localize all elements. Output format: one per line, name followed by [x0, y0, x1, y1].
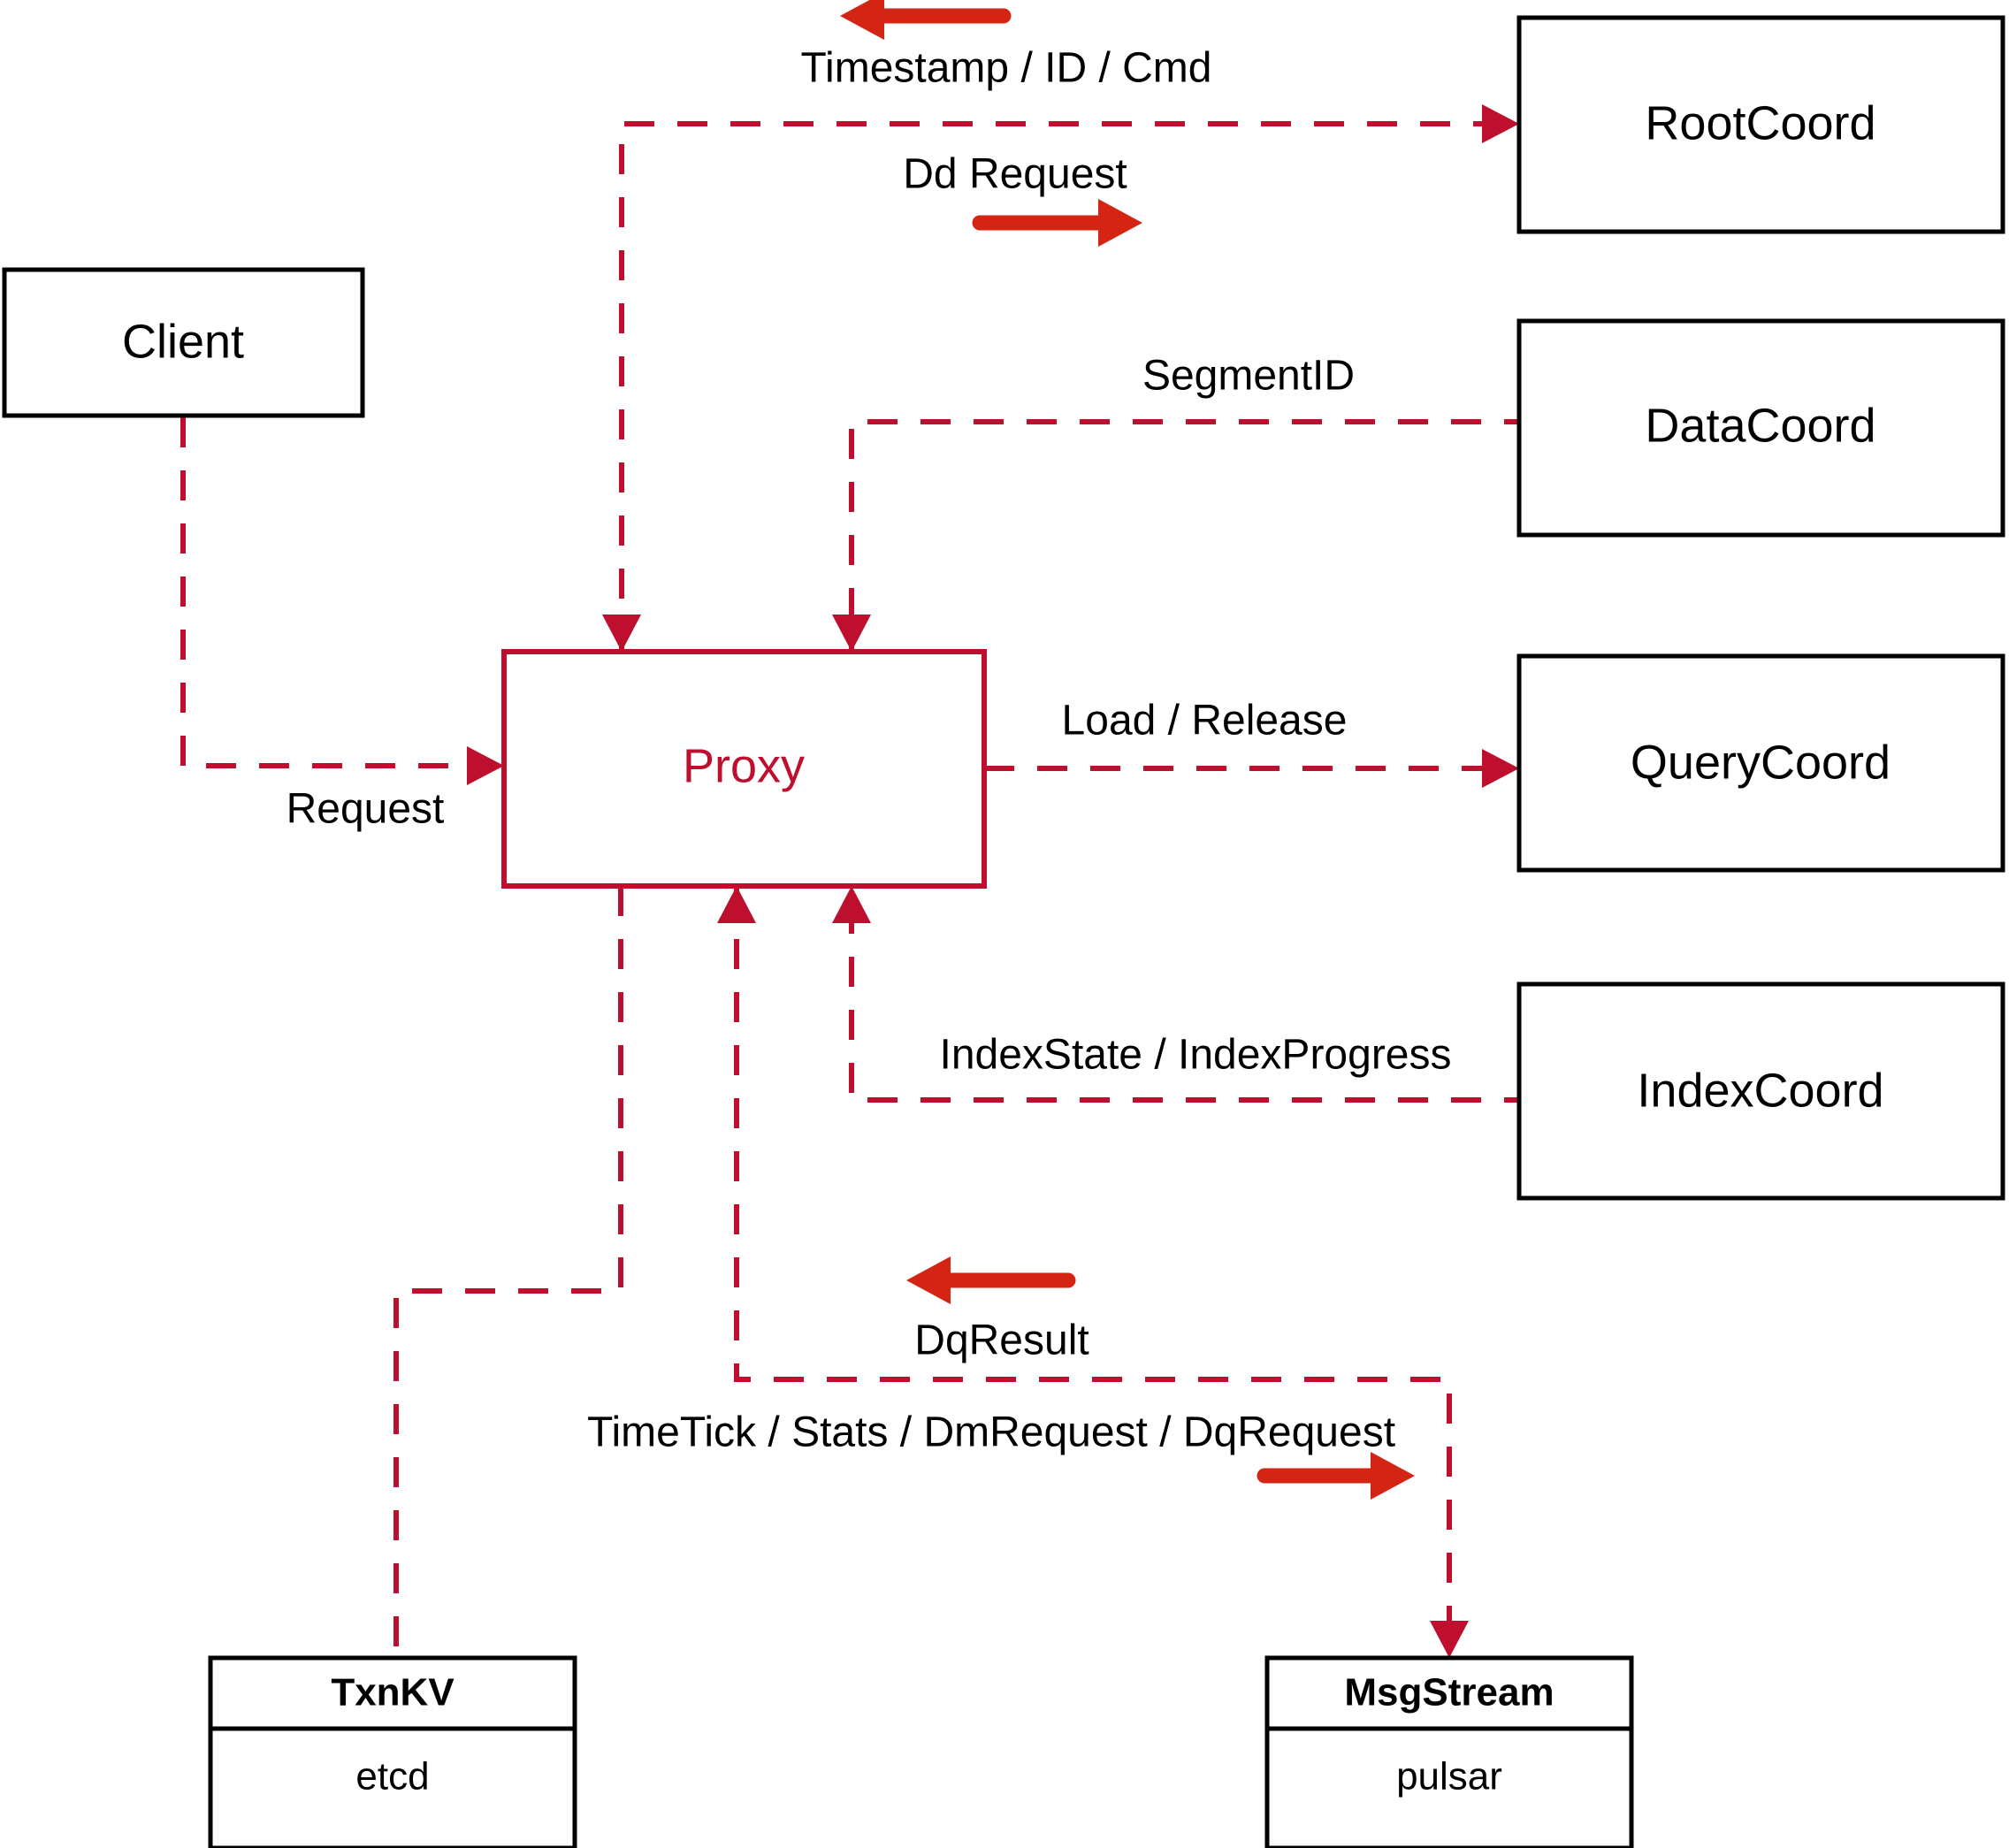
flow-indexcoord-to-proxy: [849, 886, 1534, 1103]
node-indexcoord-label: IndexCoord: [1637, 1064, 1883, 1117]
node-proxy-label: Proxy: [683, 739, 805, 792]
direction-arrow-head-dqresult: [906, 1256, 951, 1304]
direction-arrow-head-timetick: [1371, 1452, 1415, 1500]
arrowhead-msgstream-into-proxy: [717, 886, 756, 923]
edge-label-request: Request: [286, 786, 445, 833]
node-rootcoord-label: RootCoord: [1645, 96, 1875, 149]
edge-label-dd-request: Dd Request: [903, 151, 1127, 198]
flow-proxy-to-rootcoord: [619, 121, 1503, 652]
arrowhead-client-to-proxy: [467, 746, 504, 785]
edge-label-segment-id: SegmentID: [1142, 353, 1355, 400]
arrowhead-proxy-to-querycoord: [1482, 749, 1519, 788]
edge-label-load-release: Load / Release: [1062, 698, 1348, 745]
node-indexcoord-box[interactable]: [1516, 981, 2005, 1201]
arrowhead-indexcoord-into-proxy: [832, 886, 871, 923]
node-datacoord-box[interactable]: [1516, 318, 2005, 538]
edge-label-index-state-progress: IndexState / IndexProgress: [940, 1032, 1452, 1079]
node-datacoord-label: DataCoord: [1645, 399, 1875, 452]
node-querycoord-label: QueryCoord: [1631, 736, 1891, 789]
node-rootcoord-box[interactable]: [1516, 15, 2005, 234]
node-msgstream-impl: pulsar: [1396, 1755, 1502, 1798]
edge-label-dq-result: DqResult: [914, 1317, 1089, 1364]
node-client-box[interactable]: [2, 267, 365, 418]
direction-arrow-head-timestamp: [840, 0, 884, 40]
node-proxy-box[interactable]: [501, 649, 987, 889]
edge-label-timestamp-id-cmd: Timestamp / ID / Cmd: [801, 45, 1212, 92]
arrowhead-into-proxy-top-left: [602, 615, 641, 652]
flow-datacoord-to-proxy: [849, 419, 1534, 652]
node-querycoord-box[interactable]: [1516, 653, 2005, 873]
arrowhead-into-msgstream: [1430, 1621, 1469, 1658]
arrowhead-into-proxy-top-right: [832, 615, 871, 652]
flow-client-to-proxy: [180, 417, 488, 768]
node-msgstream-title: MsgStream: [1344, 1671, 1554, 1714]
direction-arrow-head-ddrequest: [1098, 199, 1142, 247]
node-txnkv-box[interactable]: [208, 1655, 577, 1848]
node-msgstream-box[interactable]: [1264, 1655, 1634, 1848]
arrowhead-proxy-to-rootcoord: [1482, 104, 1519, 143]
node-client-label: Client: [122, 315, 244, 368]
edge-label-timetick-stats-dm-dq: TimeTick / Stats / DmRequest / DqRequest: [587, 1409, 1395, 1456]
flow-msgstream-proxy-link: [734, 886, 1452, 1640]
node-txnkv-impl: etcd: [355, 1755, 429, 1798]
flow-proxy-to-txnkv: [393, 886, 623, 1658]
node-txnkv-title: TxnKV: [331, 1671, 455, 1714]
